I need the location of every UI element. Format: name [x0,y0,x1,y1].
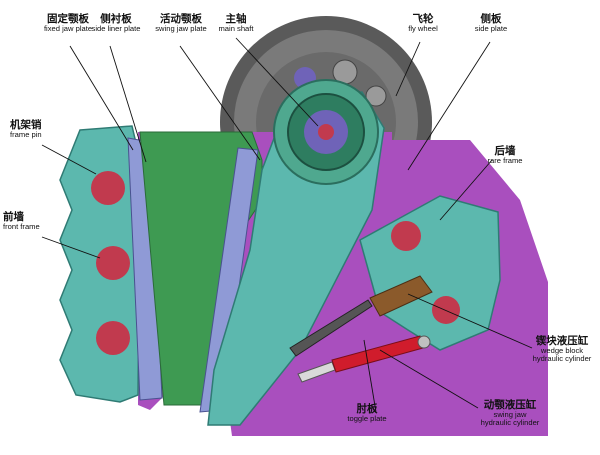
label-wedge-block-cylinder: 锲块液压缸 wedge block hydraulic cylinder [524,335,600,363]
swing-jaw-hydraulic-cylinder [297,335,431,383]
label-side-liner-plate-en: side liner plate [91,24,141,34]
label-front-frame-zh: 前墙 [3,211,24,223]
label-fixed-jaw-plate-en: fixed jaw plate [43,24,93,34]
label-swing-jaw-cylinder-zh: 动颚液压缸 [483,399,537,411]
label-rare-frame-zh: 后墙 [494,145,516,157]
label-rare-frame: 后墙 rare frame [474,145,536,166]
label-swing-jaw-plate: 活动颚板 swing jaw plate [146,13,216,34]
leader-lines [41,37,533,413]
rear-block-pin [432,296,460,324]
label-frame-pin-zh: 机架销 [10,119,42,131]
frame-pins [91,171,130,355]
label-fly-wheel-zh: 飞轮 [412,13,434,25]
label-side-plate-en: side plate [474,24,508,34]
label-fixed-jaw-plate: 固定颚板 fixed jaw plate [33,13,103,34]
label-main-shaft: 主轴 main shaft [208,13,264,34]
label-main-shaft-zh: 主轴 [225,13,247,25]
label-swing-jaw-cylinder-en1: swing jaw [493,410,527,420]
label-side-liner-plate: 侧衬板 side liner plate [84,13,148,34]
label-fly-wheel: 飞轮 fly wheel [396,13,450,34]
wedge-block [369,275,433,317]
label-fly-wheel-en: fly wheel [408,24,438,34]
label-wedge-block-cylinder-en2: hydraulic cylinder [532,353,592,363]
toggle-plate [289,299,373,357]
label-wedge-block-cylinder-en1: wedge block [540,346,584,356]
label-toggle-plate: 肘板 toggle plate [338,403,396,424]
label-wedge-block-cylinder-zh: 锲块液压缸 [535,335,589,347]
label-toggle-plate-en: toggle plate [347,414,387,424]
label-swing-jaw-cylinder: 动颚液压缸 swing jaw hydraulic cylinder [472,399,548,427]
label-fixed-jaw-plate-zh: 固定颚板 [47,13,89,25]
label-front-frame: 前墙 front frame [3,211,40,232]
label-side-liner-plate-zh: 侧衬板 [100,13,132,25]
label-front-frame-en: front frame [3,222,40,232]
label-frame-pin: 机架销 frame pin [10,119,42,140]
label-side-plate: 侧板 side plate [464,13,518,34]
rare-frame-pin [391,221,421,251]
label-swing-jaw-plate-zh: 活动颚板 [160,13,202,25]
label-main-shaft-en: main shaft [218,24,254,34]
label-side-plate-zh: 侧板 [480,13,502,25]
label-swing-jaw-plate-en: swing jaw plate [155,24,207,34]
label-swing-jaw-cylinder-en2: hydraulic cylinder [480,417,540,427]
label-frame-pin-en: frame pin [10,130,42,140]
label-toggle-plate-zh: 肘板 [356,403,378,415]
label-rare-frame-en: rare frame [487,156,523,166]
main-shaft [273,79,379,185]
